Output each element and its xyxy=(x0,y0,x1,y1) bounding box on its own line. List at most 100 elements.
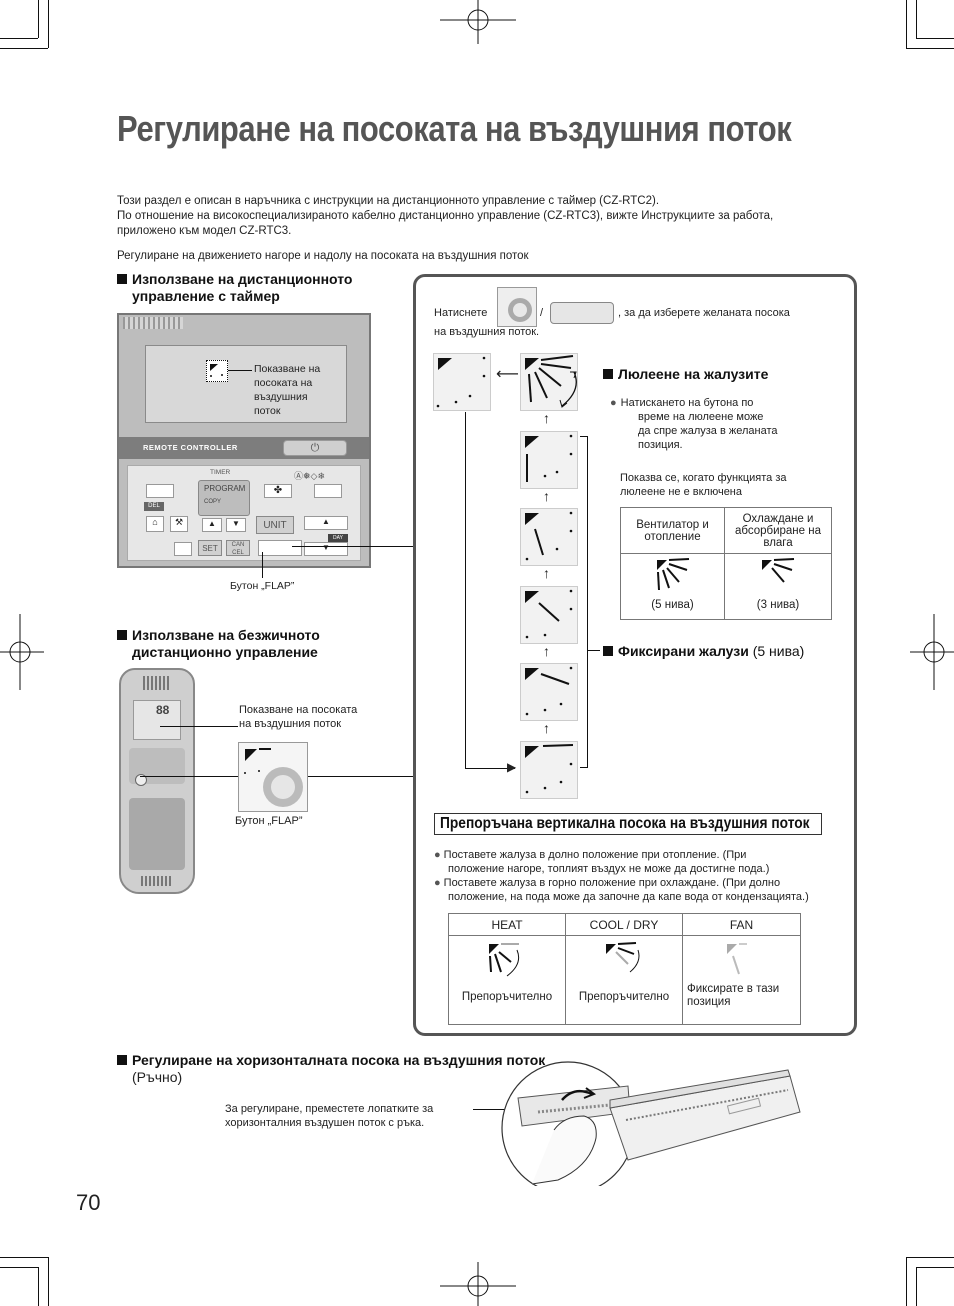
intro-line: Този раздел е описан в наръчника с инстр… xyxy=(117,195,660,207)
manual-label: (Ръчно) xyxy=(132,1069,183,1085)
timer-section-heading: Използване на дистанционното управление … xyxy=(117,271,353,305)
heading-text: Използване на дистанционното xyxy=(132,271,353,287)
up-button-small[interactable]: ▲ xyxy=(202,518,222,532)
wireless-flap-button-icon[interactable] xyxy=(497,287,537,327)
indicator-label-line: посоката на xyxy=(254,377,313,389)
shown-note-line: люлеене не е включена xyxy=(620,486,742,498)
crop-mark xyxy=(906,1257,907,1306)
press-suffix2: на въздушния поток. xyxy=(434,326,540,338)
remote-brand-bar: REMOTE CONTROLLER ⏻ xyxy=(119,437,369,459)
fan-speed-button[interactable]: ✤ xyxy=(264,484,292,498)
flap-button[interactable] xyxy=(258,540,302,556)
heading-text: управление с таймер xyxy=(132,288,280,304)
wireless-indicator-label: Показване на посоката на въздушния поток xyxy=(239,703,357,731)
table-cell-cool: Препоръчително xyxy=(565,935,683,1025)
crop-mark xyxy=(916,1267,917,1306)
bullet-square-icon xyxy=(603,646,613,656)
table-header-cool: COOL / DRY xyxy=(565,913,683,936)
crop-mark xyxy=(0,1257,48,1258)
flap-swing-result-box xyxy=(433,353,491,411)
bullet-square-icon xyxy=(603,369,613,379)
clock-button[interactable] xyxy=(146,484,174,498)
grid-button[interactable] xyxy=(174,542,192,556)
unit-button[interactable]: UNIT xyxy=(256,516,294,534)
indicator-label-line: Показване на посоката xyxy=(239,704,358,716)
timer-flap-button-icon[interactable] xyxy=(550,302,614,324)
bullet-square-icon xyxy=(117,630,127,640)
house-button[interactable]: ⌂ xyxy=(146,516,164,532)
flap-swing-box xyxy=(520,353,578,411)
page-title: Регулиране на посоката на въздушния пото… xyxy=(117,108,792,149)
recommend-label: Препоръчително xyxy=(461,991,553,1003)
del-button[interactable]: DEL xyxy=(144,502,164,511)
crop-mark xyxy=(906,0,907,48)
levels-label: (5 нива) xyxy=(651,599,694,611)
cancel-button[interactable]: CAN CEL xyxy=(226,540,250,556)
crop-mark xyxy=(916,1267,954,1268)
indicator-label: Показване на посоката на въздушния поток xyxy=(254,362,320,418)
flap-button-caption: Бутон „FLAP” xyxy=(230,580,295,592)
temp-up-button[interactable]: ▲ xyxy=(304,516,348,530)
swing-note-line: време на люлеене може xyxy=(638,411,764,423)
crop-mark xyxy=(906,1257,954,1258)
bullet-dot-icon: ● xyxy=(434,849,441,861)
bullet-dot-icon: ● xyxy=(434,877,441,889)
bullet-square-icon xyxy=(117,1055,127,1065)
shown-note-line: Показва се, когато функцията за xyxy=(620,472,787,484)
fixed-heading: Фиксирани жалузи (5 нива) xyxy=(603,643,804,660)
recommend-heading-text: Препоръчана вертикална посока на въздушн… xyxy=(440,815,810,832)
swing-note-line: Натискането на бутона по xyxy=(620,397,754,409)
table-cell-heat: Препоръчително xyxy=(448,935,566,1025)
recommend-label: Препоръчително xyxy=(578,991,670,1003)
five-levels-icon xyxy=(656,558,689,591)
intro-subtitle: Регулиране на движението нагоре и надолу… xyxy=(117,250,529,262)
intro-line: приложено към модел CZ-RTC3. xyxy=(117,225,292,237)
press-text: Натиснете xyxy=(434,306,487,320)
intro-text: Този раздел е описан в наръчника с инстр… xyxy=(117,194,877,239)
flap-top-button[interactable] xyxy=(314,484,342,498)
mode-icons: Ⓐ❅◇❄ xyxy=(294,471,326,481)
flap-fixed-box-1 xyxy=(520,431,578,489)
arrow-left-icon: ⟵ xyxy=(496,366,519,383)
arrow-up-icon: ↑ xyxy=(543,410,550,426)
table-header-heat: HEAT xyxy=(448,913,566,936)
wireless-remote: 88 xyxy=(119,668,195,894)
leader-line xyxy=(262,552,263,578)
registration-mark xyxy=(0,614,44,690)
swing-note-line: да спре жалуза в желаната xyxy=(638,425,778,437)
wireless-section-heading: Използване на безжичното дистанционно уп… xyxy=(117,627,320,661)
heading-text: Използване на безжичното xyxy=(132,627,320,643)
indicator-label-line: Показване на xyxy=(254,363,321,375)
crop-mark xyxy=(48,0,49,48)
shown-note: Показва се, когато функцията за люлеене … xyxy=(620,471,787,499)
loop-line xyxy=(465,768,515,769)
swing-note-line: позиция. xyxy=(638,439,683,451)
levels-table: Вентилатор и отопление Охлаждане и абсор… xyxy=(620,507,832,620)
crop-mark xyxy=(38,0,39,38)
temp-down-button[interactable]: ▼ xyxy=(304,542,348,556)
wireless-bottom-ribs xyxy=(141,876,171,886)
crop-mark xyxy=(48,1257,49,1306)
ceiling-unit-illustration xyxy=(501,1061,801,1186)
horizontal-heading: Регулиране на хоризонталната посока на в… xyxy=(117,1052,545,1069)
leader-line xyxy=(228,370,252,371)
set-button[interactable]: SET xyxy=(198,540,222,556)
swing-arc-icon xyxy=(559,371,577,408)
wrench-button[interactable]: ⚒ xyxy=(170,516,188,532)
remote-brand: REMOTE CONTROLLER xyxy=(143,443,238,452)
crop-mark xyxy=(38,1267,39,1306)
timer-remote-controller: Показване на посоката на въздушния поток… xyxy=(117,313,371,568)
three-levels-icon xyxy=(762,558,795,583)
crop-mark xyxy=(0,48,48,49)
remote-lcd-screen: Показване на посоката на въздушния поток xyxy=(145,345,347,423)
wireless-flap-button[interactable] xyxy=(135,774,147,786)
arrow-up-icon: ↑ xyxy=(543,565,550,581)
recommend-bullets: ●Поставете жалуза в долно положение при … xyxy=(434,848,852,904)
down-button-small[interactable]: ▼ xyxy=(226,518,246,532)
fan-position-icon xyxy=(727,943,755,975)
indicator-label-line: въздушния xyxy=(254,391,308,403)
program-button[interactable]: PROGRAM COPY xyxy=(198,480,250,516)
power-button[interactable]: ⏻ xyxy=(283,440,347,456)
crop-mark xyxy=(0,1267,38,1268)
wireless-flap-caption: Бутон „FLAP” xyxy=(235,815,303,827)
